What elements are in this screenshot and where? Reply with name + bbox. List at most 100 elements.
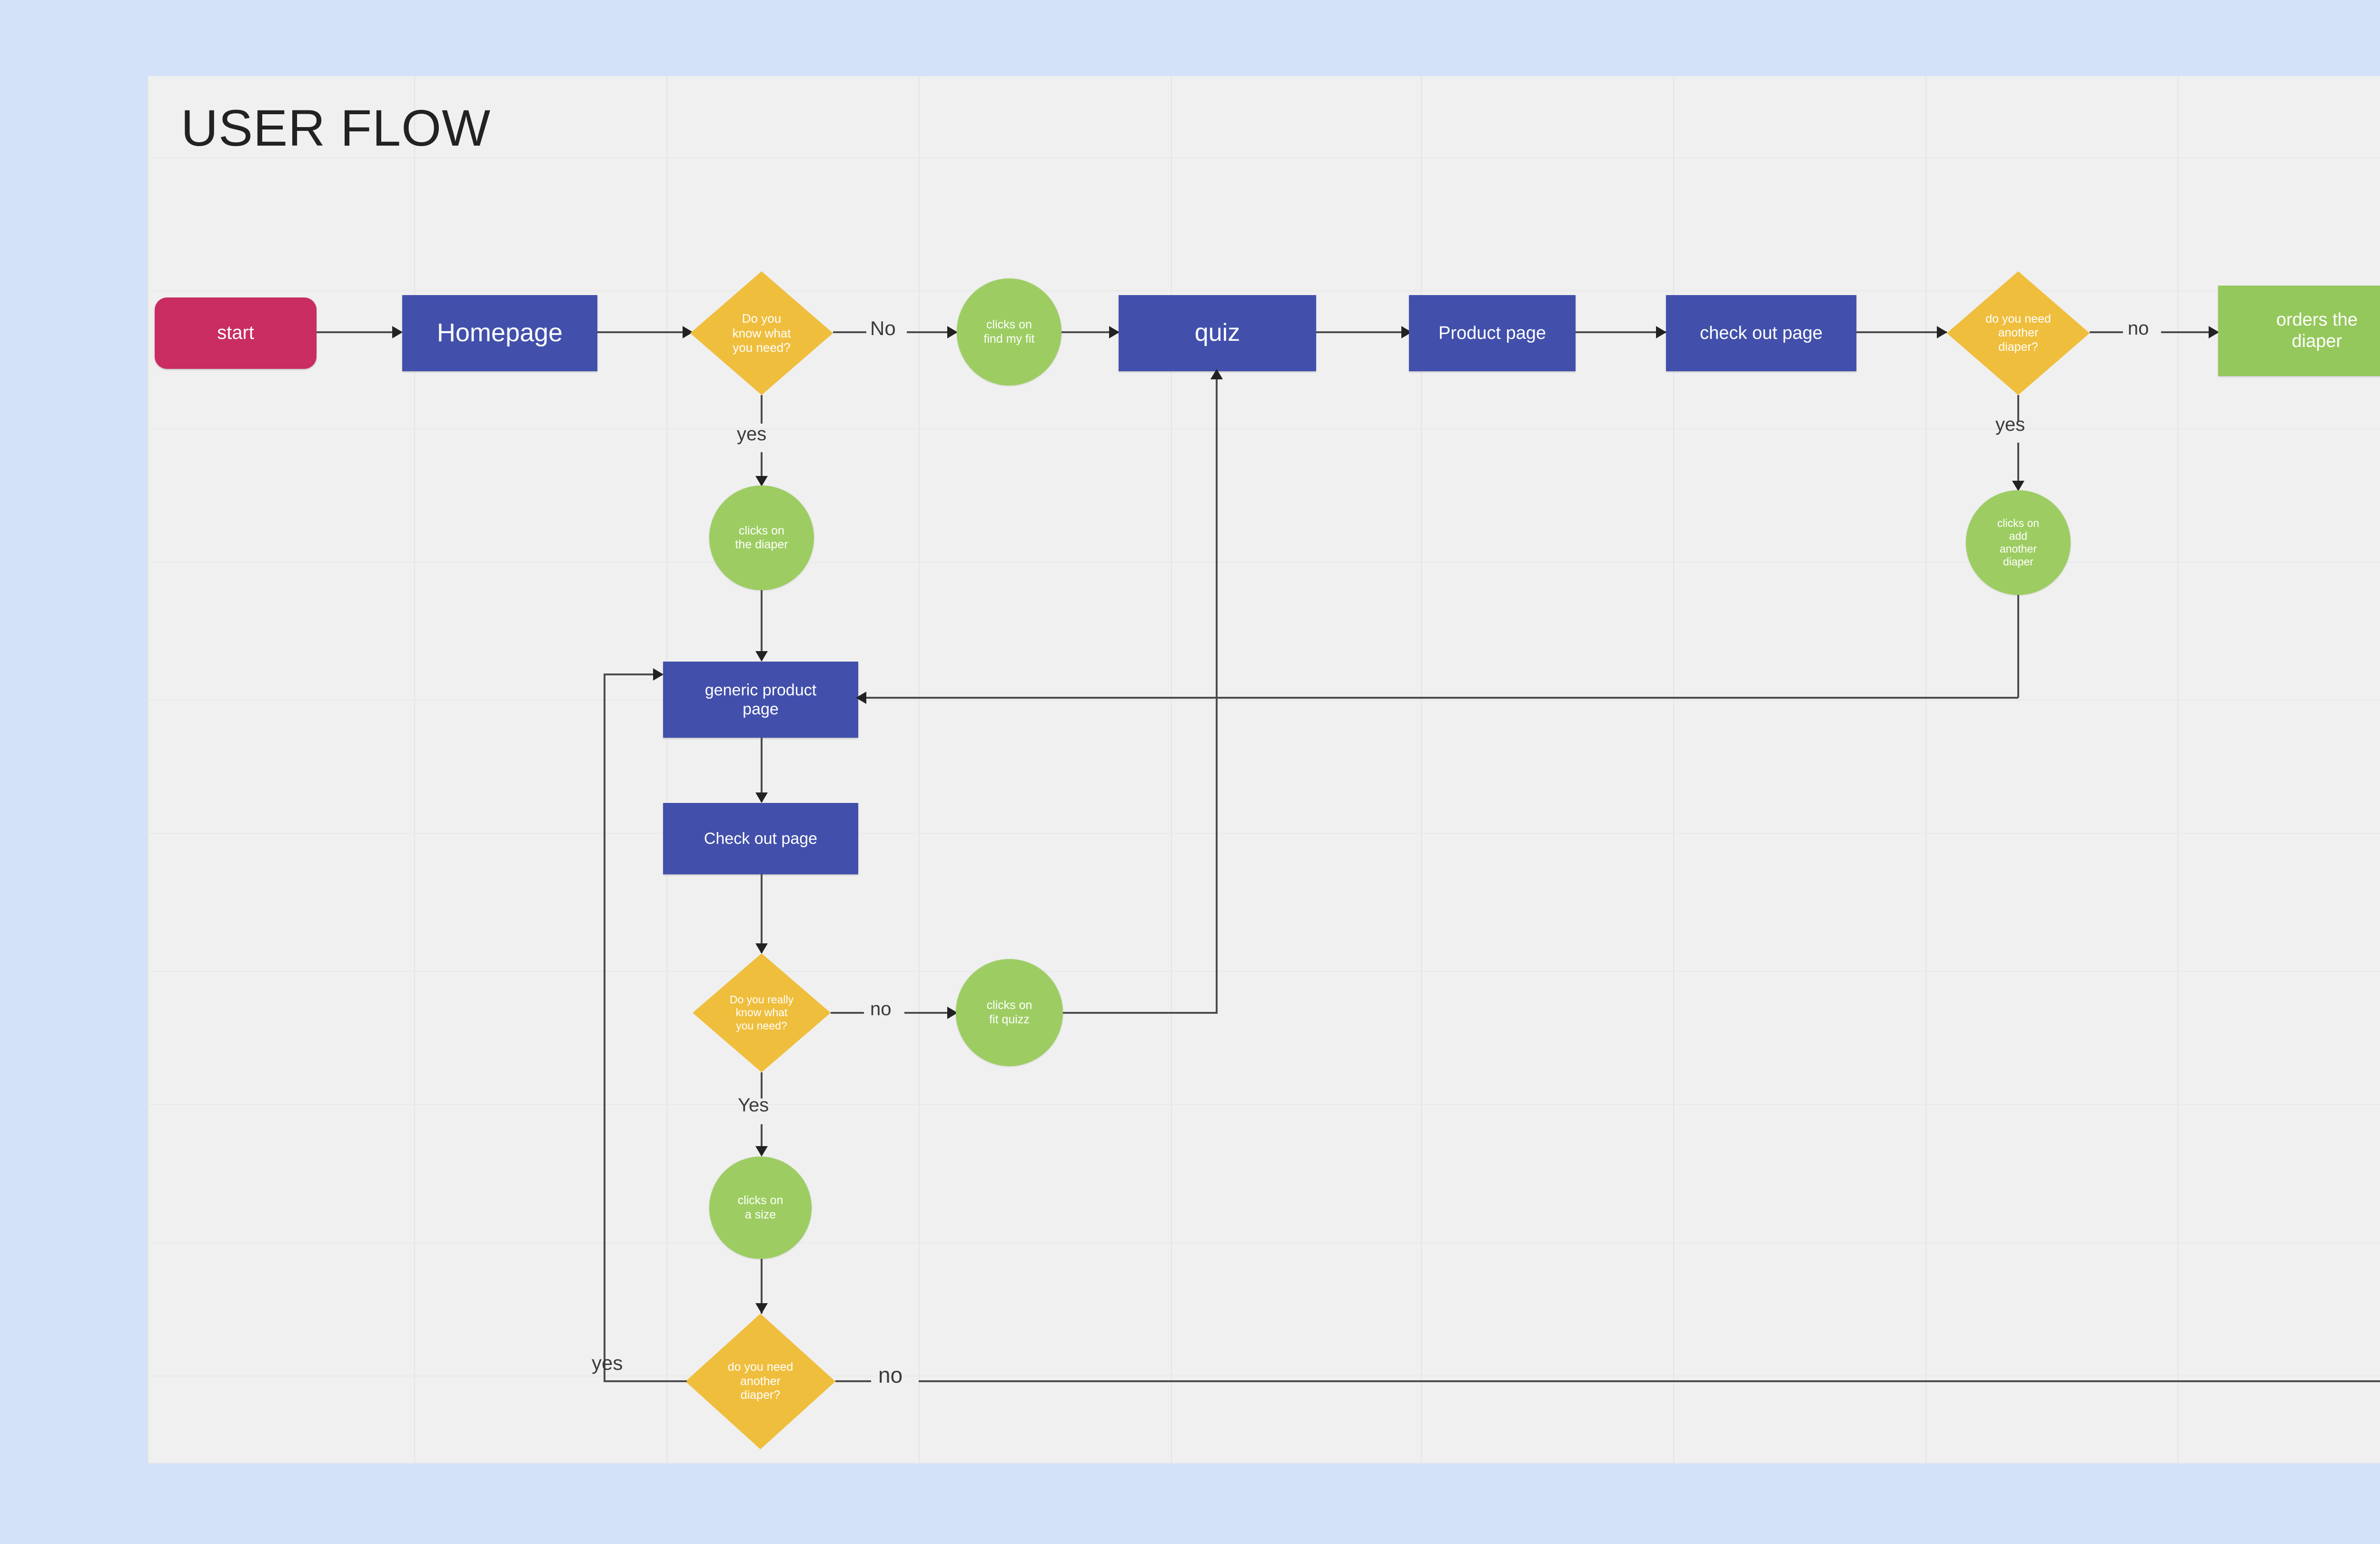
edge-checkout-another [1856,331,1947,333]
edge-anotherbottom-no-stub [835,1380,871,1382]
edge-start-homepage [317,331,400,333]
arrowhead-down [755,1303,768,1314]
grid-line-v [1171,76,1172,1464]
edge-fitquizz-to-quiz-h [1063,1012,1218,1014]
grid-line-v [1421,76,1422,1464]
edge-label-reallyknow-yes: Yes [738,1095,769,1116]
page-title: USER FLOW [181,99,491,157]
edge-another-top-no [2161,331,2216,333]
node-homepage[interactable]: Homepage [402,295,597,371]
arrowhead-down [755,476,768,486]
edge-anotherbottom-yes-v [604,673,605,1381]
grid-line-v [148,76,149,1464]
arrowhead-right [392,326,403,338]
arrowhead-right [1937,326,1947,338]
edge-reallyknow-no [904,1012,954,1014]
grid-line-h [148,700,2380,701]
edge-label-anothertop-yes: yes [1995,414,2025,435]
edge-checkout2-reallyknow [761,874,763,953]
node-check-out-page-label: check out page [1700,323,1823,343]
arrowhead-down [2012,481,2024,491]
edge-know-yes [761,452,763,483]
edge-quiz-productpage [1316,331,1409,333]
grid-line-v [414,76,415,1464]
edge-productpage-checkout [1576,331,1666,333]
grid-line-v [919,76,920,1464]
node-check-out-page-2[interactable]: Check out page [663,803,858,874]
edge-label-know-yes: yes [737,424,767,445]
arrowhead-right [653,668,664,681]
arrowhead-right [1656,326,1666,338]
grid-line-h [148,157,2380,158]
edge-asize-anotherbottom [761,1259,763,1314]
grid-line-v [666,76,667,1464]
edge-know-no-stub [833,331,866,333]
edge-label-reallyknow-no: no [870,999,892,1019]
grid-line-h [148,833,2380,834]
arrowhead-left [856,692,866,704]
node-quiz-label: quiz [1194,319,1240,347]
edge-label-anotherbottom-no: no [878,1363,903,1387]
arrowhead-up [1210,369,1223,379]
node-homepage-label: Homepage [436,318,563,347]
arrowhead-right [683,326,693,338]
node-product-page[interactable]: Product page [1409,295,1576,371]
grid-line-h [148,562,2380,563]
edge-label-anotherbottom-yes: yes [592,1352,623,1374]
arrowhead-right [1109,326,1120,338]
node-start-label: start [217,322,254,344]
grid-line-v [2178,76,2179,1464]
grid-line-h [148,971,2380,972]
edge-know-yes-stub [761,395,763,424]
node-quiz[interactable]: quiz [1119,295,1316,371]
arrowhead-down [755,792,768,803]
node-check-out-page-2-label: Check out page [704,829,818,848]
arrowhead-right [2209,326,2219,338]
node-check-out-page[interactable]: check out page [1666,295,1856,371]
edge-anotherbottom-no-h [919,1380,2380,1382]
grid-line-h [148,1104,2380,1105]
arrowhead-down [755,1146,768,1157]
edge-another-top-no-stub [2090,331,2123,333]
node-start[interactable]: start [155,297,317,369]
grid-line-h [148,1242,2380,1243]
edge-label-know-no: No [870,317,896,339]
grid-line-h [148,428,2380,429]
node-product-page-label: Product page [1438,323,1547,343]
arrowhead-down [755,651,768,662]
edge-reallyknow-yes-stub [761,1072,763,1099]
grid-line-v [1925,76,1926,1464]
edge-reallyknow-yes [761,1124,763,1153]
grid-line-h [148,290,2380,291]
edge-anotherbottom-yes-top [604,673,656,675]
edge-thediaper-genericproduct [761,590,763,659]
edge-addanother-to-generic-h [866,697,2018,699]
edge-homepage-knowdecision [597,331,690,333]
grid-line-h [148,1463,2380,1464]
edge-genericproduct-checkout2 [761,738,763,802]
edge-know-no [907,331,954,333]
edge-addanother-to-generic-v [2017,595,2019,698]
arrowhead-down [755,943,768,954]
grid-line-v [1673,76,1674,1464]
